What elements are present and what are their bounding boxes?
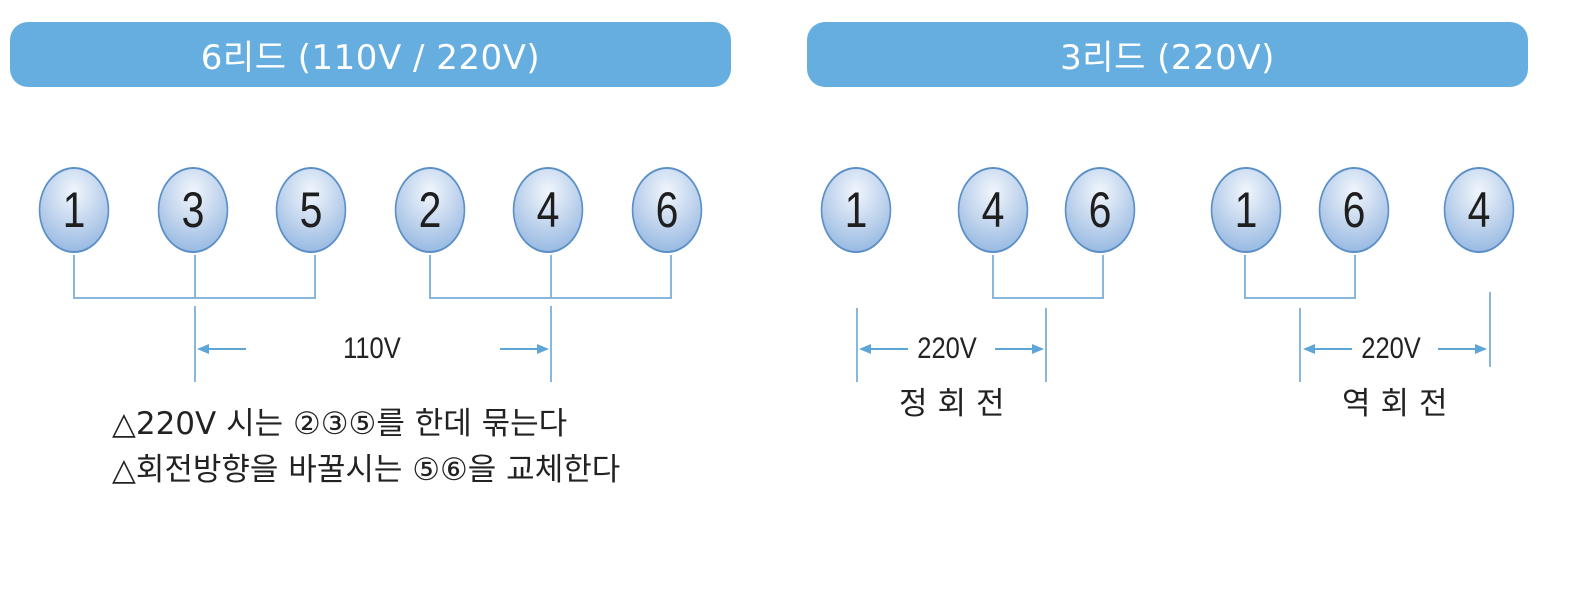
wire-bus-246 bbox=[429, 255, 672, 299]
reverse-voltage-label: 220V bbox=[1361, 332, 1421, 365]
note-rotation-change: △회전방향을 바꿀시는 ⑤⑥을 교체한다 bbox=[112, 452, 621, 488]
six-lead-terminal: 1 bbox=[38, 167, 110, 253]
note-220v-wiring: △220V 시는 ②③⑤를 한데 묶는다 bbox=[112, 406, 568, 442]
three-lead-title: 3리드 (220V) bbox=[1060, 38, 1275, 78]
wire-bus-135 bbox=[73, 255, 316, 299]
forward-terminal: 6 bbox=[1064, 167, 1136, 253]
three-lead-banner: 3리드 (220V) bbox=[807, 22, 1528, 87]
six-lead-voltage-label: 110V bbox=[343, 332, 401, 365]
reverse-rotation-label: 역회전 bbox=[1342, 386, 1458, 422]
wire-bus-forward-46 bbox=[992, 255, 1104, 299]
six-lead-terminal: 2 bbox=[394, 167, 466, 253]
six-lead-terminal: 4 bbox=[512, 167, 584, 253]
six-lead-banner: 6리드 (110V / 220V) bbox=[10, 22, 731, 87]
six-lead-terminal: 3 bbox=[157, 167, 229, 253]
wire-bus-reverse-16 bbox=[1244, 255, 1356, 299]
forward-rotation-label: 정회전 bbox=[899, 386, 1015, 422]
six-lead-title: 6리드 (110V / 220V) bbox=[200, 38, 541, 78]
reverse-terminal: 4 bbox=[1443, 167, 1515, 253]
reverse-terminal: 6 bbox=[1318, 167, 1390, 253]
forward-voltage-label: 220V bbox=[917, 332, 977, 365]
reverse-terminal: 1 bbox=[1210, 167, 1282, 253]
forward-terminal: 1 bbox=[820, 167, 892, 253]
six-lead-terminal: 5 bbox=[275, 167, 347, 253]
forward-terminal: 4 bbox=[957, 167, 1029, 253]
six-lead-terminal: 6 bbox=[631, 167, 703, 253]
